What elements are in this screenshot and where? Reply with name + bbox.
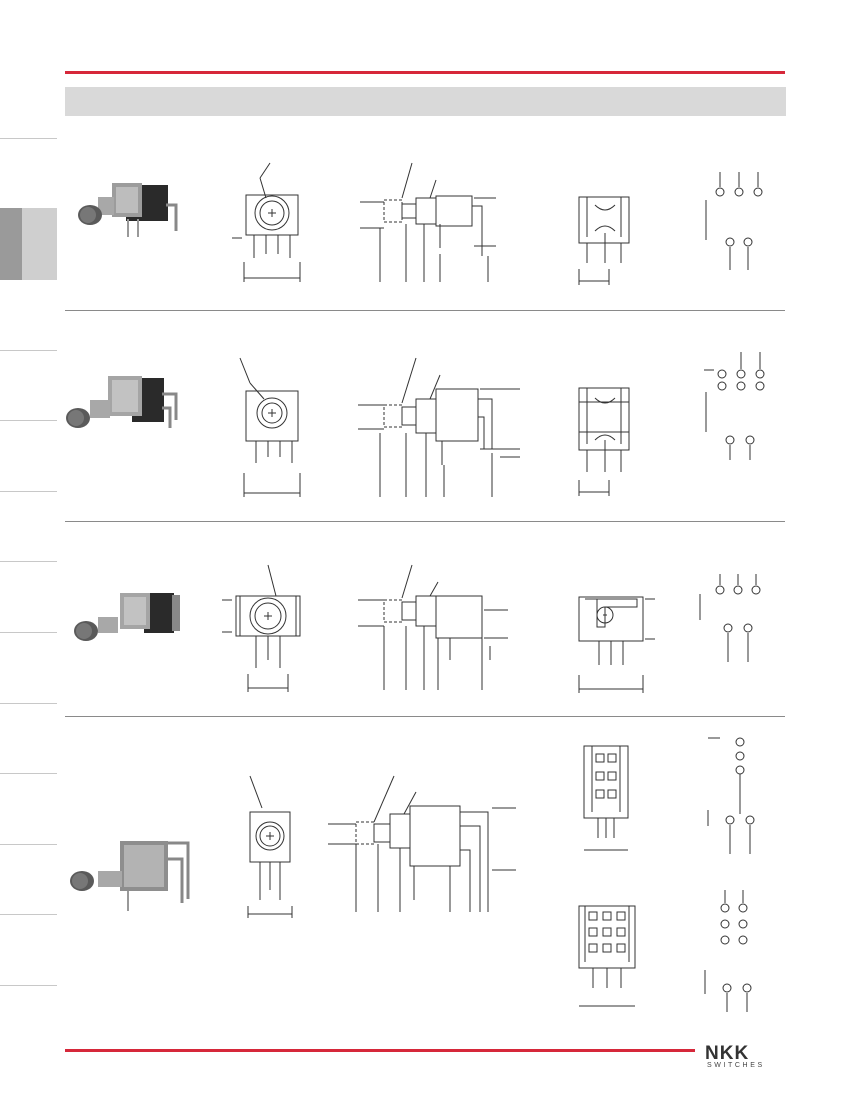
side-tab-divider	[0, 138, 57, 139]
side-tab-divider	[0, 844, 57, 845]
side-tab-divider	[0, 561, 57, 562]
pcb-layout-drawing-2	[704, 352, 765, 460]
logo-tagline: SWITCHES	[707, 1062, 765, 1069]
front-view-drawing-3	[222, 564, 301, 692]
side-tab-divider	[0, 350, 57, 351]
side-tab-divider	[0, 914, 57, 915]
row-separator	[65, 716, 785, 717]
side-view-drawing-2	[358, 357, 520, 497]
side-tab-divider	[0, 632, 57, 633]
terminal-view-drawing-4a	[583, 745, 629, 851]
pcb-layout-drawing-4b	[704, 890, 752, 1012]
side-tab-divider	[0, 491, 57, 492]
side-tab-divider	[0, 985, 57, 986]
row-separator	[65, 310, 785, 311]
front-view-drawing-1	[232, 162, 301, 282]
nkk-logo: NKK	[705, 1043, 749, 1064]
side-tab-active-marker	[0, 208, 22, 280]
logo-text: NKK	[705, 1043, 749, 1064]
bottom-rule	[65, 1049, 695, 1052]
switch-photo-4	[70, 841, 190, 911]
side-tab-divider	[0, 703, 57, 704]
terminal-view-drawing-3	[578, 596, 655, 693]
terminal-view-drawing-1	[578, 196, 630, 285]
side-view-drawing-3	[358, 564, 508, 690]
switch-photo-2	[66, 376, 178, 428]
switch-photo-3	[74, 593, 180, 641]
row-separator	[65, 521, 785, 522]
front-view-drawing-2	[239, 357, 301, 497]
pcb-layout-drawing-3	[699, 574, 761, 662]
top-rule	[65, 71, 785, 74]
front-view-drawing-4	[247, 775, 293, 918]
side-view-drawing-1	[360, 162, 496, 282]
switch-photo-1	[78, 183, 178, 237]
side-view-drawing-4	[328, 775, 516, 912]
header-band	[65, 87, 786, 116]
pcb-layout-drawing-4a	[707, 737, 755, 854]
terminal-view-drawing-4b	[578, 905, 636, 1007]
pcb-layout-drawing-1	[705, 172, 763, 270]
terminal-view-drawing-2	[578, 387, 630, 496]
side-tab-divider	[0, 420, 57, 421]
side-tab-divider	[0, 773, 57, 774]
